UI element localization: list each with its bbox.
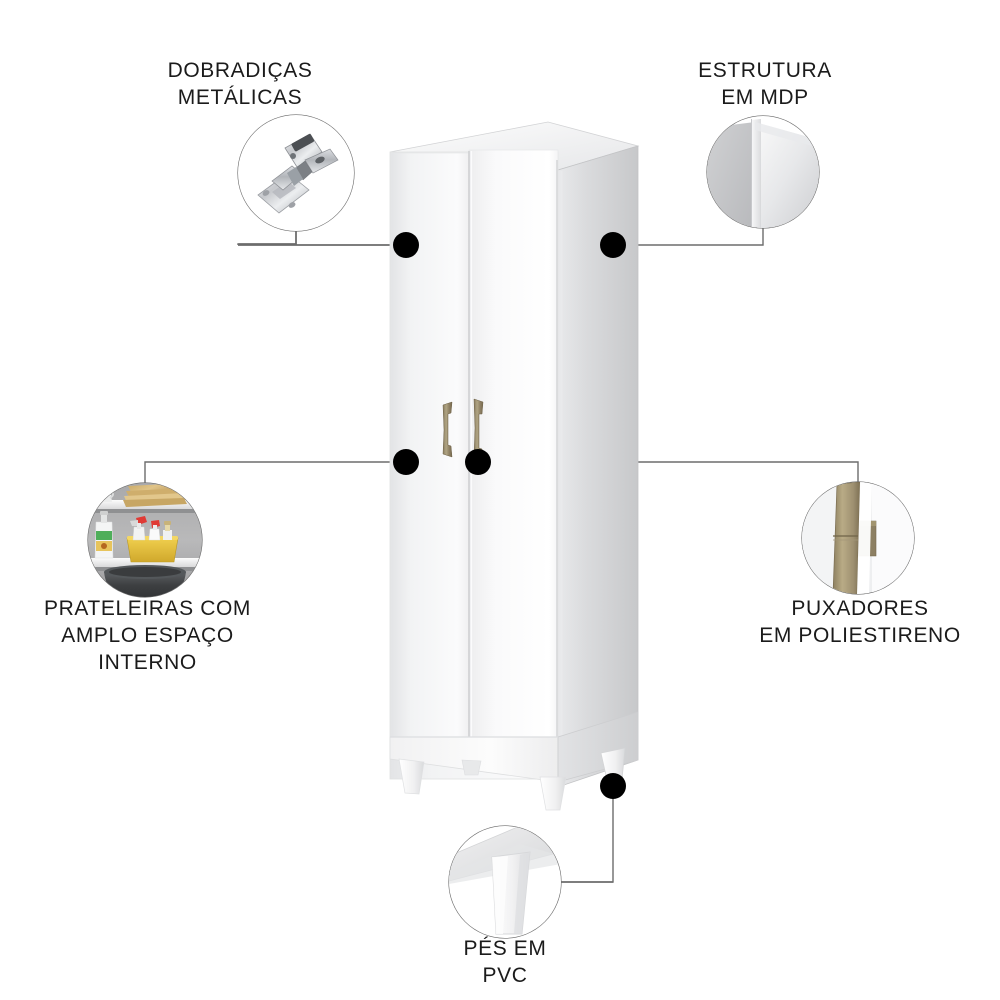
cabinet-handle-right bbox=[473, 398, 484, 461]
cabinet-side-panel bbox=[557, 145, 639, 788]
foot-photo bbox=[449, 826, 561, 938]
shelves-photo bbox=[88, 483, 202, 597]
callout-label-feet: PÉS EM PVC bbox=[463, 937, 547, 987]
cabinet-foot-front-left bbox=[398, 758, 425, 795]
leader-line-hinges bbox=[238, 231, 406, 246]
anchor-dot-hinges[interactable] bbox=[393, 232, 419, 258]
callout-label-mdp: ESTRUTURA EM MDP bbox=[698, 59, 832, 109]
cabinet-illustration bbox=[389, 121, 640, 811]
leader-line-mdp bbox=[613, 228, 764, 246]
leader-line-shelves bbox=[144, 461, 406, 483]
wood-boards bbox=[123, 483, 190, 507]
cabinet-foot-center-rear bbox=[461, 759, 482, 776]
anchor-dot-shelves[interactable] bbox=[393, 449, 419, 475]
anchor-dot-handles[interactable] bbox=[465, 449, 491, 475]
callout-label-handles: PUXADORES EM POLIESTIRENO bbox=[759, 597, 961, 647]
anchor-dot-mdp[interactable] bbox=[600, 232, 626, 258]
callout-circle-feet[interactable] bbox=[448, 825, 562, 939]
handle-photo bbox=[802, 482, 914, 594]
cabinet-foot-front-right bbox=[539, 776, 567, 811]
callout-label-shelves: PRATELEIRAS COM AMPLO ESPAÇO INTERNO bbox=[44, 597, 251, 674]
callout-circle-hinges[interactable] bbox=[237, 114, 355, 232]
cabinet-handle-left bbox=[442, 401, 453, 458]
mdp-edge-photo bbox=[707, 116, 819, 228]
leader-line-hinges-corner bbox=[237, 243, 296, 245]
callout-circle-shelves[interactable] bbox=[87, 482, 203, 604]
callout-label-hinges: DOBRADIÇAS METÁLICAS bbox=[167, 59, 313, 109]
anchor-dot-feet[interactable] bbox=[600, 773, 626, 799]
hinge-photo bbox=[238, 115, 354, 231]
cabinet-door-right bbox=[468, 149, 559, 738]
leader-line-hinges-elbow bbox=[238, 231, 297, 245]
callout-circle-handles[interactable] bbox=[801, 481, 915, 595]
callout-circle-mdp[interactable] bbox=[706, 115, 820, 229]
